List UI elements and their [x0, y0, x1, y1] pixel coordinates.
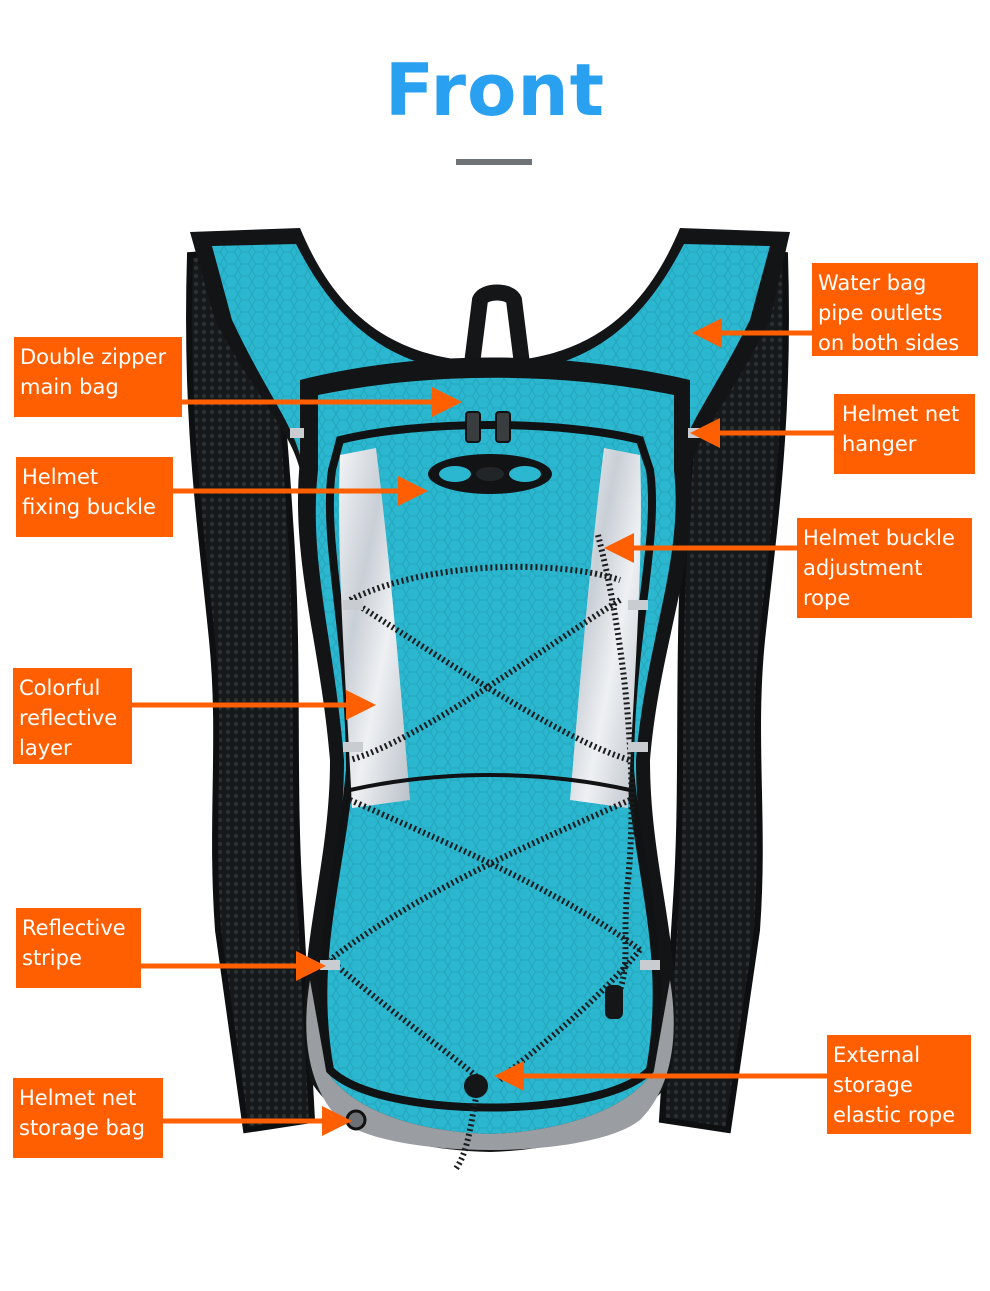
side-reflective-stripes	[320, 600, 660, 970]
zipper-pulls	[465, 411, 511, 443]
helmet-buckle	[428, 454, 552, 494]
left-shoulder-strap	[186, 246, 316, 1134]
left-reflective-panel	[339, 448, 410, 808]
label-reflective-stripe: Reflective stripe	[16, 908, 141, 988]
arrow-helmet-net-storage-bag	[163, 1106, 352, 1136]
arrow-external-storage-elastic-rope	[494, 1061, 827, 1091]
label-helmet-net-storage-bag: Helmet net storage bag	[13, 1078, 163, 1158]
callout-arrows	[132, 318, 834, 1136]
cord-lock	[464, 1074, 488, 1098]
left-pipe-tab	[290, 428, 304, 438]
label-water-bag-pipe-outlets: Water bag pipe outlets on both sides	[812, 263, 978, 356]
front-pocket	[319, 421, 661, 1112]
label-colorful-reflective-layer: Colorful reflective layer	[13, 668, 132, 764]
label-helmet-buckle-adjustment-rope: Helmet buckle adjustment rope	[797, 518, 972, 618]
arrow-water-bag-pipe-outlets	[692, 318, 812, 348]
label-helmet-net-hanger: Helmet net hanger	[834, 394, 975, 474]
label-double-zipper-main-bag: Double zipper main bag	[14, 337, 182, 417]
label-external-storage-elastic-rope: External storage elastic rope	[827, 1035, 971, 1134]
arrow-helmet-buckle-adjustment-rope	[604, 533, 797, 563]
arrow-reflective-stripe	[141, 951, 326, 981]
arrow-helmet-fixing-buckle	[173, 476, 428, 506]
title-underline	[456, 159, 532, 165]
arrow-helmet-net-hanger	[690, 418, 834, 448]
haul-loop	[462, 284, 532, 381]
right-reflective-panel	[570, 448, 641, 808]
arrow-double-zipper-main-bag	[182, 387, 462, 417]
label-helmet-fixing-buckle: Helmet fixing buckle	[16, 457, 173, 537]
arrow-colorful-reflective-layer	[132, 690, 376, 720]
cord-end-stopper	[605, 985, 623, 1019]
page-title: Front	[384, 48, 606, 132]
